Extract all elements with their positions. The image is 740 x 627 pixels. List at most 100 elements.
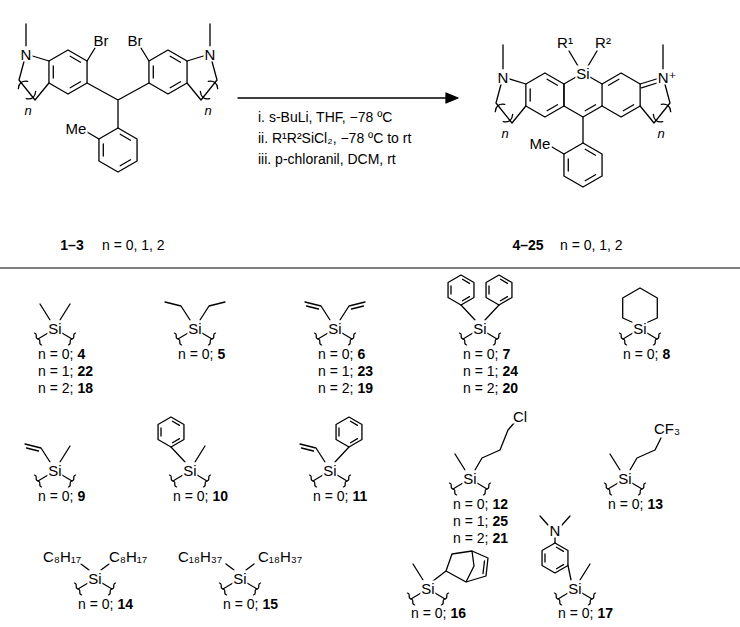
compound-number: 20 xyxy=(502,381,518,395)
dimethyl-fragment xyxy=(34,304,75,345)
compound-number: 10 xyxy=(212,489,228,503)
atom-label: Si xyxy=(472,321,487,336)
repeat-index: n xyxy=(24,104,31,117)
vinyl-methyl-fragment xyxy=(25,444,76,487)
atom-label: Si xyxy=(420,581,435,596)
atom-label: C₈H₁₇ xyxy=(42,549,82,564)
atom-label: N xyxy=(497,70,510,85)
atom-label: Br xyxy=(127,33,144,48)
atom-label: Cl xyxy=(512,409,528,424)
trifluoropropyl-fragment xyxy=(604,438,661,495)
repeat-index: n xyxy=(204,104,211,117)
condition-text: n = 0; xyxy=(608,497,643,511)
condition-text: n = 0; xyxy=(558,606,593,620)
atom-label: N xyxy=(20,47,33,62)
compound-number: 17 xyxy=(597,606,613,620)
condition-text: n = 2; xyxy=(318,381,353,395)
condition-text: n = 1; xyxy=(318,364,353,378)
atom-label: C₁₈H₃₇ xyxy=(257,549,303,564)
condition-text: n = 2; xyxy=(453,531,488,545)
compound-number: 4 xyxy=(77,347,85,361)
condition-text: n = 0; xyxy=(411,606,446,620)
atom-label: Si xyxy=(47,463,62,478)
atom-label: Si xyxy=(575,66,590,81)
compound-number: 15 xyxy=(262,597,278,611)
condition-text: n = 0; xyxy=(78,597,113,611)
norbornenyl-fragment xyxy=(407,551,488,605)
phenyl-methyl-fragment xyxy=(158,417,211,487)
diphenyl-fragment xyxy=(448,275,512,345)
condition-text: n = 1; xyxy=(38,364,73,378)
atom-label: Me xyxy=(529,136,552,151)
divider-line xyxy=(0,268,740,269)
compound-number: 7 xyxy=(502,347,510,361)
atom-label: Si xyxy=(47,321,62,336)
dioctadecyl-fragment xyxy=(219,564,260,595)
condition-text: n = 0; xyxy=(38,347,73,361)
compound-number: 23 xyxy=(357,364,373,378)
reagent-text: i. s-BuLi, THF, −78 ºC xyxy=(258,110,392,124)
compound-number: 22 xyxy=(77,364,93,378)
compound-number: 16 xyxy=(450,606,466,620)
atom-label: Si xyxy=(567,581,582,596)
aminophenyl-fragment xyxy=(540,516,596,605)
atom-label: Br xyxy=(93,33,110,48)
atom-label: C₁₈H₃₇ xyxy=(177,549,223,564)
repeat-index: n xyxy=(657,127,664,140)
compound-number: 1–3 xyxy=(60,238,83,252)
condition-text: n = 0, 1, 2 xyxy=(560,238,623,252)
compound-number: 21 xyxy=(492,531,508,545)
condition-text: n = 0, 1, 2 xyxy=(102,238,165,252)
atom-label: C₈H₁₇ xyxy=(108,549,148,564)
atom-label: CF₃ xyxy=(653,421,681,436)
condition-text: n = 1; xyxy=(463,364,498,378)
compound-number: 4–25 xyxy=(512,238,543,252)
condition-text: n = 2; xyxy=(463,381,498,395)
condition-text: n = 0; xyxy=(38,489,73,503)
starting-material xyxy=(18,24,217,172)
atom-label: Me xyxy=(65,121,88,136)
compound-number: 5 xyxy=(217,347,225,361)
atom-label: N xyxy=(549,523,562,538)
atom-label: Si xyxy=(327,321,342,336)
silacyclohexane-fragment xyxy=(619,288,660,345)
diethyl-fragment xyxy=(165,302,225,345)
atom-label: Si xyxy=(182,463,197,478)
atom-label: Si xyxy=(617,471,632,486)
condition-text: n = 0; xyxy=(453,497,488,511)
repeat-index: n xyxy=(501,127,508,140)
condition-text: n = 0; xyxy=(313,489,348,503)
reaction-arrow xyxy=(238,93,458,103)
divinyl-fragment xyxy=(305,302,365,345)
atom-label: R² xyxy=(594,35,612,50)
atom-label: Si xyxy=(87,571,102,586)
atom-label: R¹ xyxy=(556,35,574,50)
condition-text: n = 0; xyxy=(623,347,658,361)
compound-number: 14 xyxy=(117,597,133,611)
chloropropyl-fragment xyxy=(449,423,514,495)
compound-number: 25 xyxy=(492,514,508,528)
condition-text: n = 1; xyxy=(453,514,488,528)
atom-label: Si xyxy=(187,321,202,336)
compound-number: 18 xyxy=(77,381,93,395)
product-structure xyxy=(495,45,670,187)
condition-text: n = 0; xyxy=(178,347,213,361)
compound-number: 24 xyxy=(502,364,518,378)
compound-number: 6 xyxy=(357,347,365,361)
atom-label: N⁺ xyxy=(657,70,678,85)
atom-label: Si xyxy=(462,471,477,486)
condition-text: n = 0; xyxy=(173,489,208,503)
condition-text: n = 0; xyxy=(463,347,498,361)
compound-number: 9 xyxy=(77,489,85,503)
atom-label: Si xyxy=(632,321,647,336)
condition-text: n = 2; xyxy=(38,381,73,395)
atom-label: N xyxy=(204,47,217,62)
compound-number: 13 xyxy=(647,497,663,511)
compound-number: 12 xyxy=(492,497,508,511)
dioctyl-fragment xyxy=(74,564,115,595)
compound-number: 11 xyxy=(352,489,367,503)
condition-text: n = 0; xyxy=(223,597,258,611)
compound-number: 8 xyxy=(662,347,670,361)
compound-number: 19 xyxy=(357,381,373,395)
